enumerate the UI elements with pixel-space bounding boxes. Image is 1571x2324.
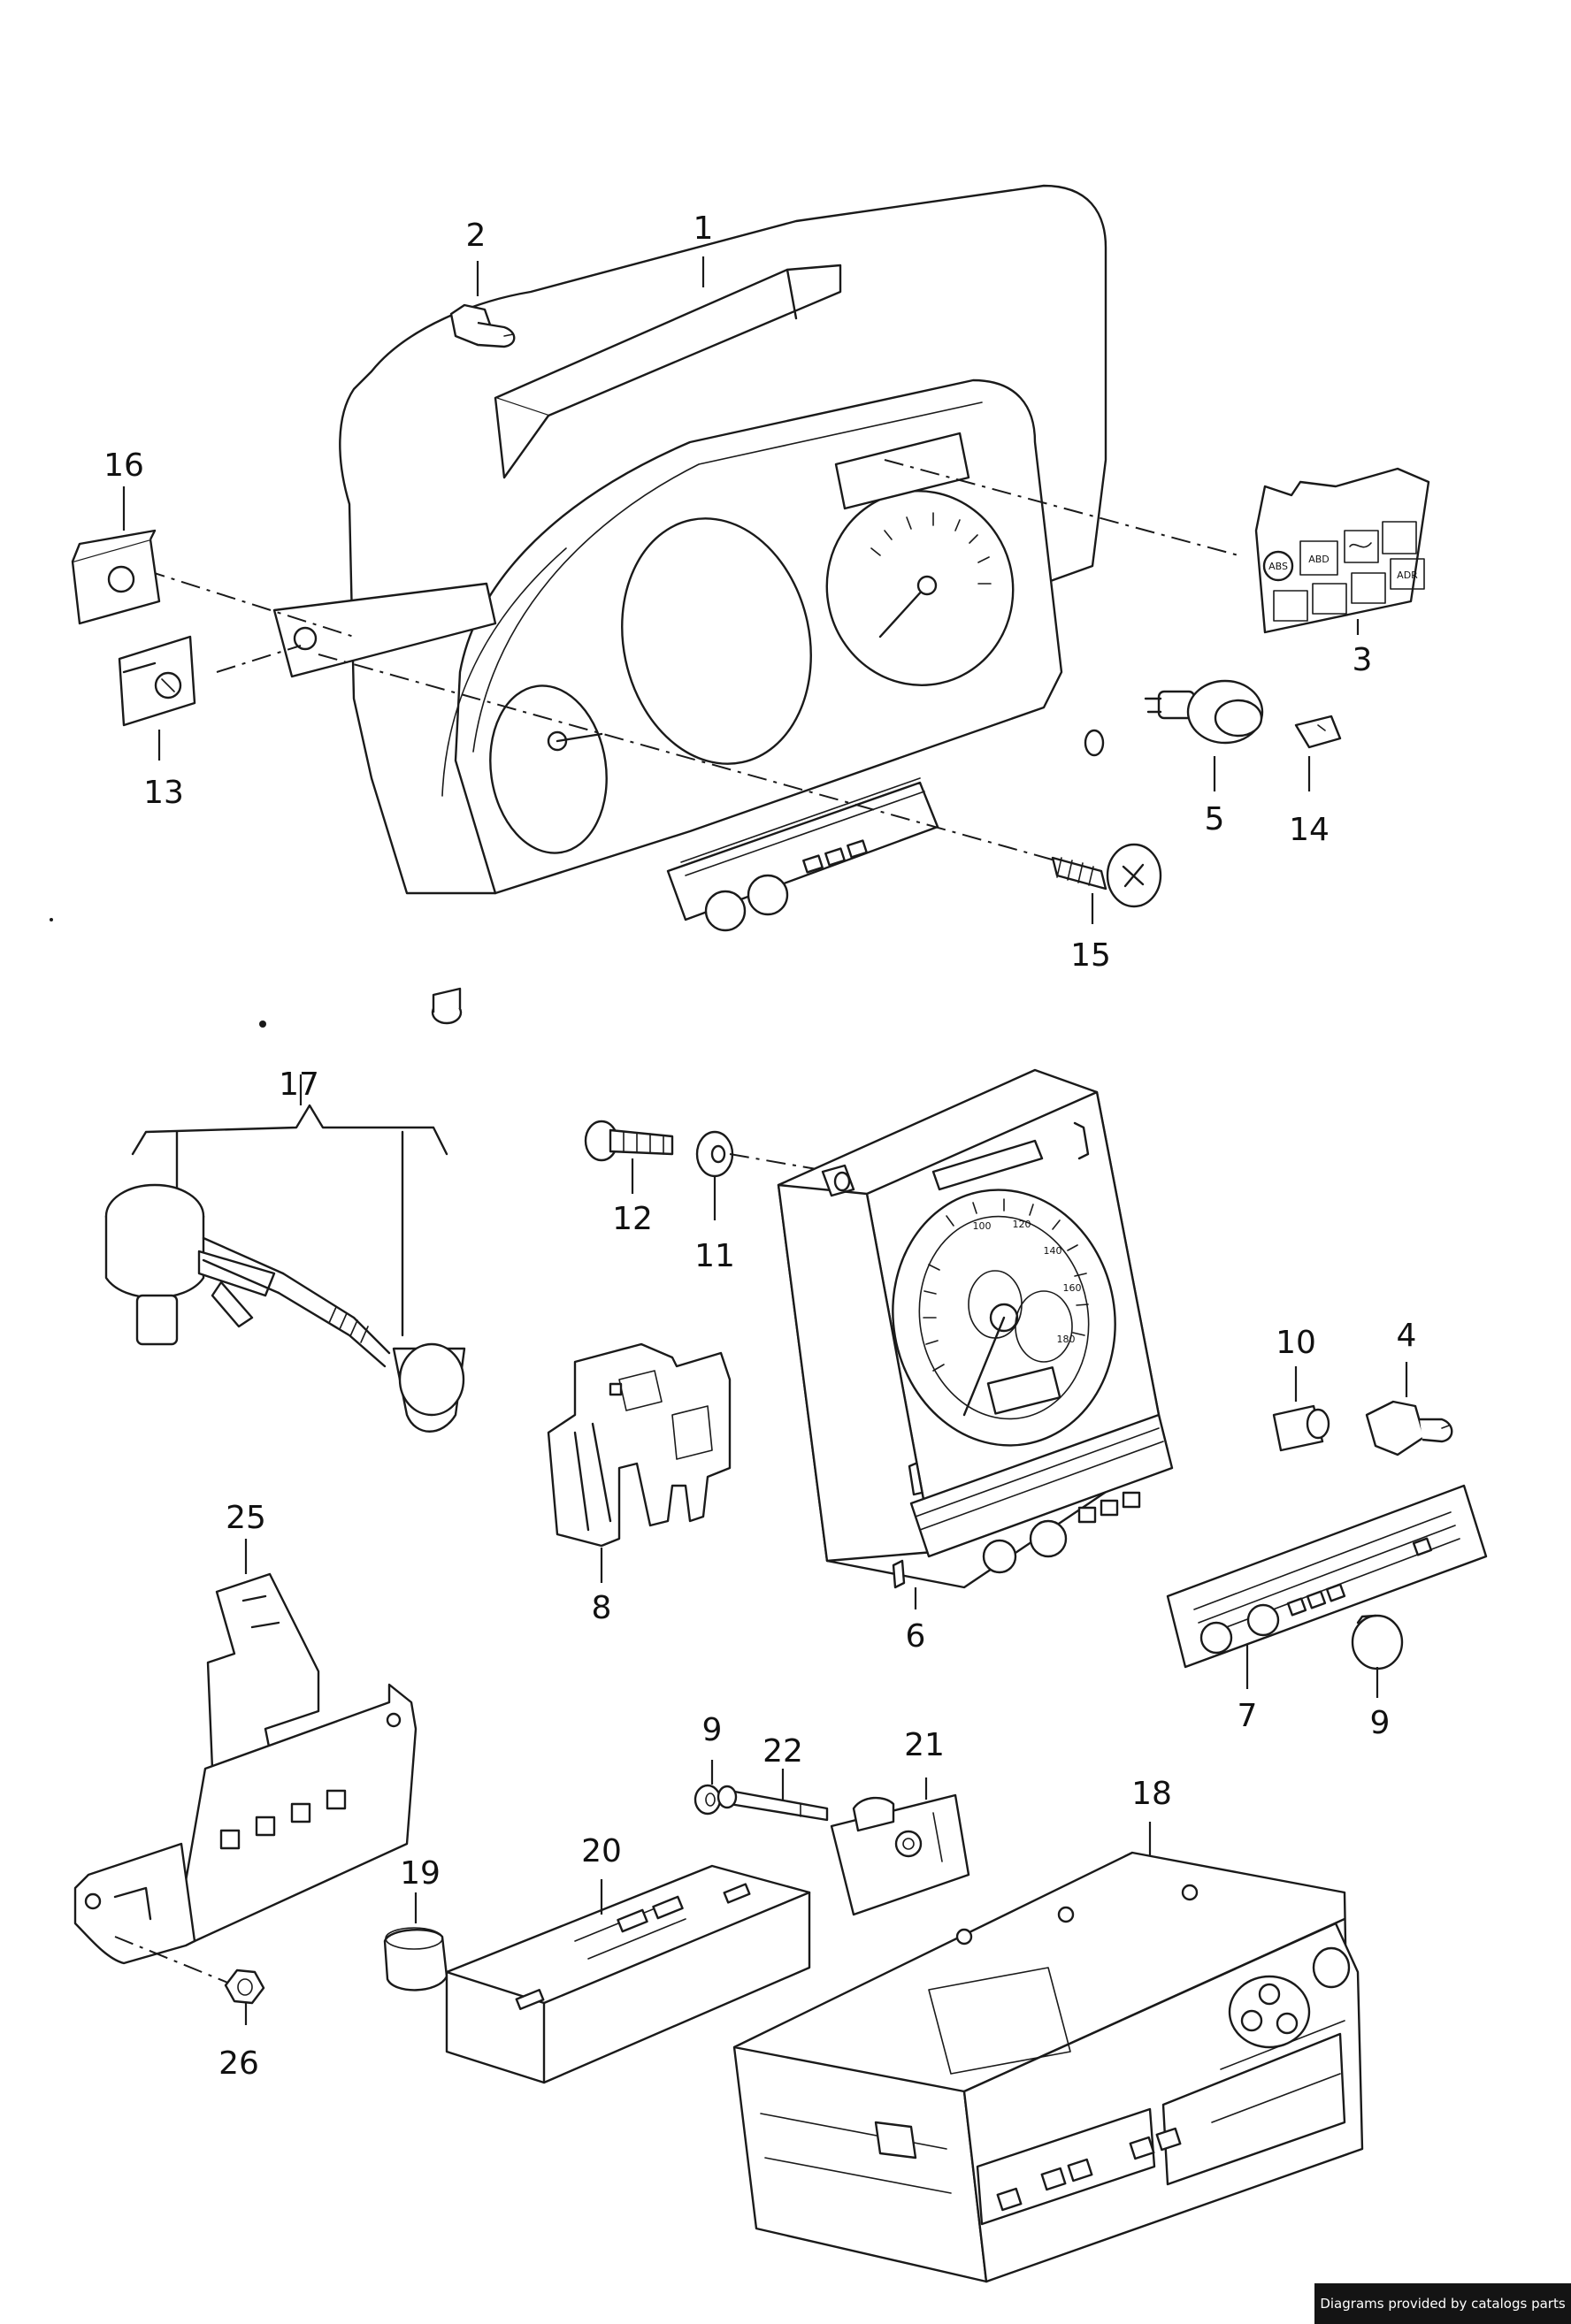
abs-text: ABS	[1268, 561, 1288, 572]
warning-panel-part-3: ABS ABD ADR	[1254, 467, 1430, 634]
callout-18: 18	[1131, 1776, 1172, 1812]
clip-part-4	[1365, 1400, 1453, 1456]
callout-2: 2	[466, 218, 487, 254]
callout-19: 19	[400, 1855, 441, 1892]
cap-part-9-right	[1351, 1614, 1404, 1670]
speck	[50, 918, 53, 921]
box-part-20	[445, 1864, 811, 2084]
speedometer-cluster-part-6: 100 120 140 160 180	[777, 1068, 1174, 1589]
callout-9-right: 9	[1370, 1705, 1391, 1741]
clip-part-2	[449, 303, 516, 348]
callout-26: 26	[218, 2045, 259, 2082]
nut-part-26	[224, 1969, 265, 2005]
speedo-tick-120: 120	[1013, 1219, 1031, 1230]
screw-part-15	[1051, 843, 1162, 908]
bracket-part-8	[547, 1342, 732, 1548]
bulb-holder-part-5	[1144, 679, 1264, 745]
speck	[259, 1021, 266, 1028]
callout-11: 11	[694, 1238, 735, 1274]
callout-17: 17	[279, 1066, 319, 1103]
bulb-part-10	[1272, 1404, 1330, 1452]
callout-9-middle: 9	[702, 1712, 723, 1748]
credit-banner: Diagrams provided by catalogs parts	[1314, 2283, 1571, 2324]
adr-text: ADR	[1397, 570, 1418, 581]
switch-panel-part-7	[1166, 1484, 1488, 1669]
callout-6: 6	[906, 1618, 926, 1655]
callout-12: 12	[612, 1201, 653, 1237]
callout-16: 16	[103, 447, 144, 484]
callout-21: 21	[904, 1727, 945, 1763]
callout-1: 1	[694, 210, 714, 247]
callout-labels: 1 2 3 16 13 5 14 15 17 12 11 10 4 8 6 7 …	[103, 210, 1416, 2082]
leader-lines	[122, 256, 1408, 2025]
callout-25: 25	[226, 1500, 266, 1536]
callout-22: 22	[763, 1733, 803, 1770]
speedo-tick-140: 140	[1044, 1245, 1062, 1257]
cap-part-9-middle	[694, 1784, 722, 1816]
callout-5: 5	[1205, 801, 1225, 837]
callout-14: 14	[1289, 812, 1330, 848]
callout-8: 8	[592, 1590, 612, 1626]
callout-20: 20	[581, 1833, 622, 1869]
callout-4: 4	[1397, 1318, 1417, 1354]
tachograph-part-18	[732, 1851, 1364, 2283]
callout-10: 10	[1276, 1325, 1316, 1361]
callout-3: 3	[1353, 642, 1373, 678]
instrument-cluster-part-1	[145, 184, 1239, 1025]
abd-text: ABD	[1308, 554, 1330, 565]
clip-part-13	[118, 635, 196, 727]
callout-7: 7	[1238, 1698, 1258, 1734]
callout-15: 15	[1070, 937, 1111, 974]
bulb-part-14	[1294, 715, 1342, 749]
speedo-tick-180: 180	[1057, 1334, 1076, 1345]
cable-part-17	[104, 1104, 466, 1433]
screw-part-12	[584, 1120, 674, 1162]
cap-part-19	[383, 1927, 448, 1991]
callout-13: 13	[143, 775, 184, 811]
speedo-tick-160: 160	[1063, 1282, 1082, 1294]
holder-part-21	[830, 1793, 970, 1916]
pin-part-22	[717, 1785, 829, 1822]
plate-part-16	[71, 529, 161, 625]
speedo-tick-100: 100	[973, 1220, 992, 1232]
mounting-bracket-part-25	[73, 1572, 418, 1986]
